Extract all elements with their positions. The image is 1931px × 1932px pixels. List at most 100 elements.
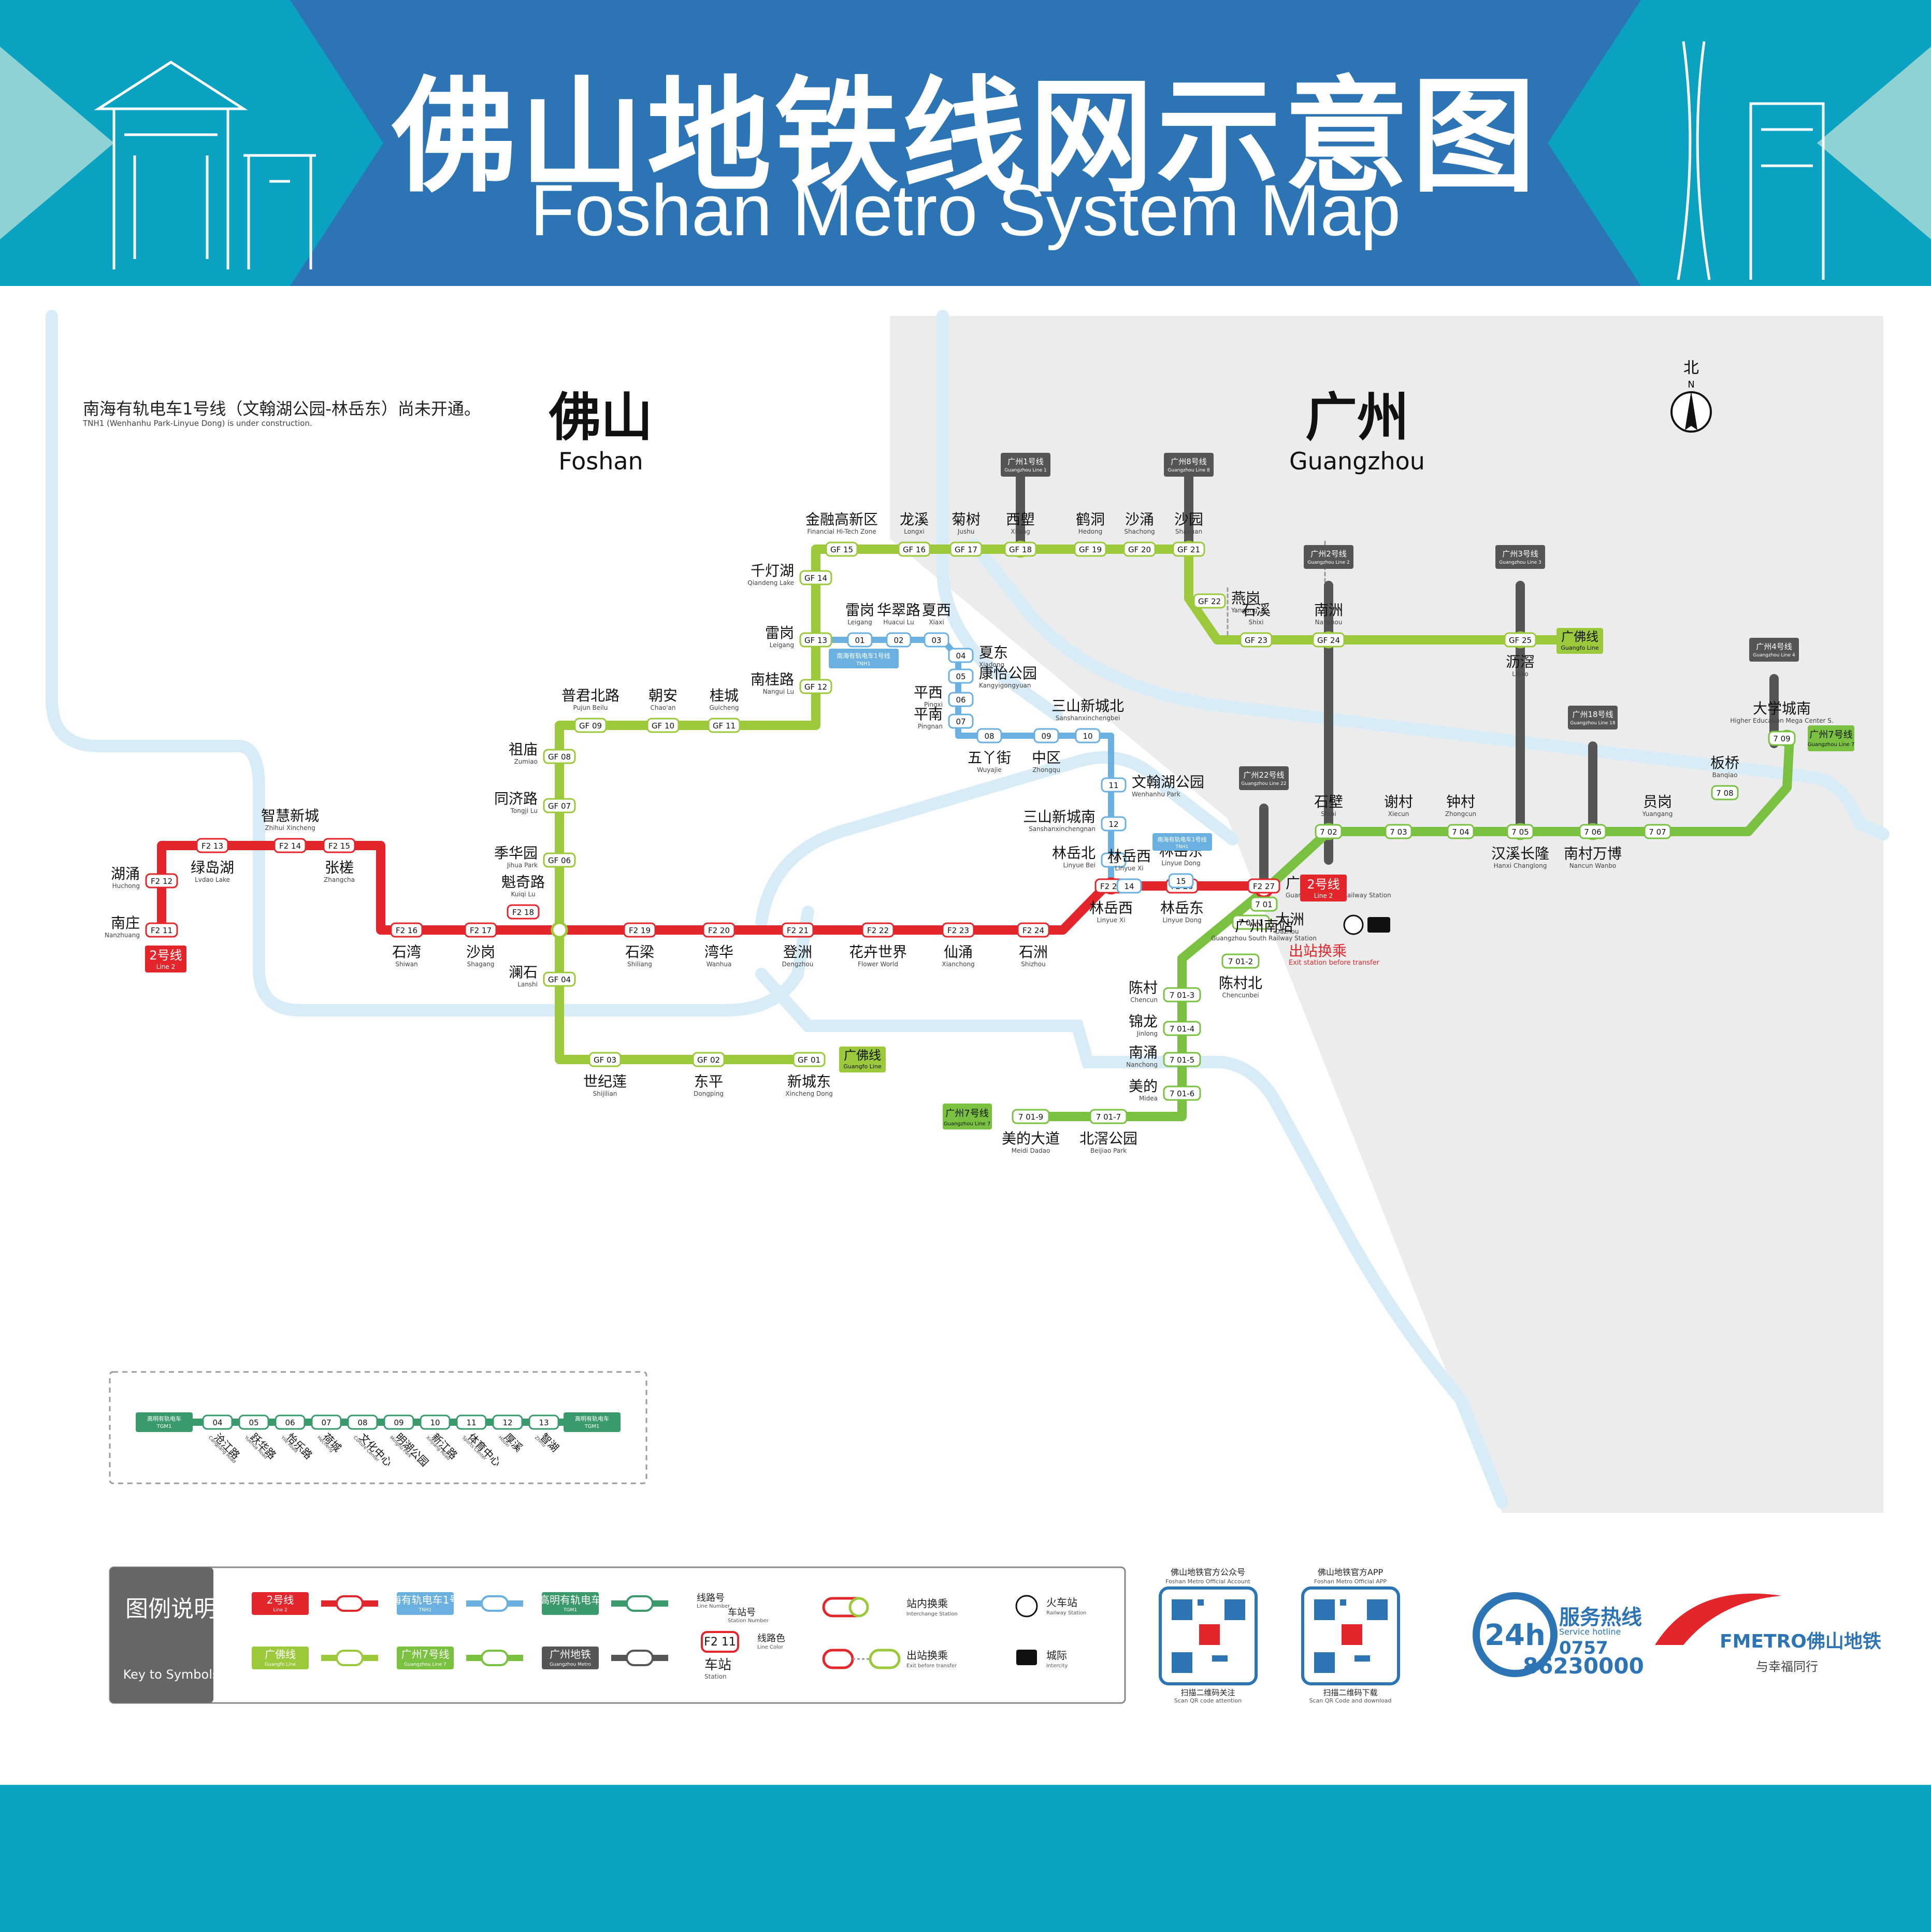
footer-band [0, 1785, 1931, 1932]
station-code-box [692, 1052, 725, 1067]
guangzhou-metro-stubs [1016, 472, 1779, 885]
station-code: GF 25 [1509, 636, 1532, 645]
station-name-en: Sanshanxinchengnan [1029, 825, 1096, 833]
tgm1-badge-right [564, 1412, 621, 1432]
station-name-cn: 石梁 [625, 943, 654, 961]
station-code-box [196, 838, 229, 853]
tgm1-code-box [383, 1414, 414, 1430]
gz-line-tag-cn: 广州18号线 [1572, 710, 1613, 719]
station-name-en: Linyue Xi [1115, 865, 1143, 872]
guangfo-badge-gz-cn: 广佛线 [1561, 629, 1598, 644]
station-name-cn: 林岳西 [1089, 899, 1133, 917]
station-name-cn: 智慧新城 [261, 807, 319, 824]
station-code-box [1017, 922, 1050, 938]
station-name-en: Chencun [1130, 996, 1158, 1004]
tnh1-badge-2-cn: 南海有轨电车1号线 [1158, 836, 1207, 843]
gz7-badge-east [1808, 725, 1854, 751]
hotline-number[interactable]: 86230000 [1523, 1653, 1644, 1679]
station-code-box [1250, 896, 1278, 912]
header-left-panel [0, 0, 383, 286]
legend-title-cn: 图例说明 [125, 1596, 217, 1622]
brand-slogan: 与幸福同行 [1756, 1659, 1818, 1674]
station-name-cn: 石壁 [1314, 793, 1343, 810]
legend-exit-transfer-icon [822, 1649, 854, 1669]
station-name-cn: 桂城 [710, 687, 739, 704]
tgm1-station-code: 06 [285, 1418, 295, 1427]
station-code-box [1504, 632, 1537, 648]
station-code-box [948, 713, 974, 729]
station-name-cn: 南涌 [1129, 1044, 1158, 1061]
